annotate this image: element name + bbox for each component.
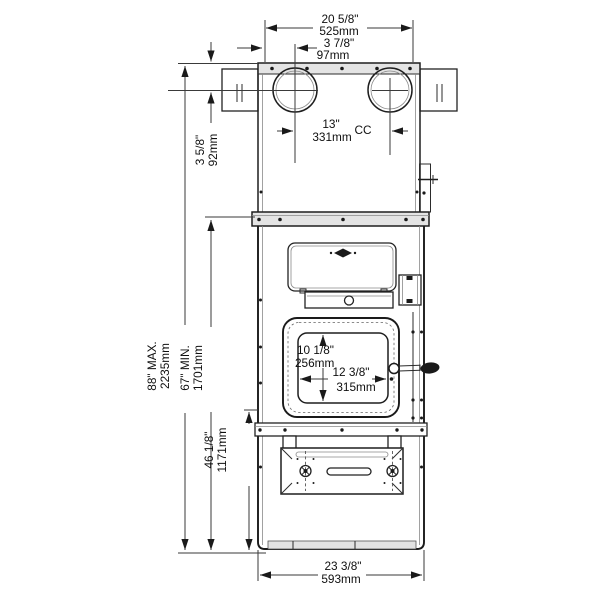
- louver-panel: [287, 242, 397, 294]
- handle-knob: [420, 362, 440, 374]
- dim-top-width: 20 5/8" 525mm: [264, 12, 414, 62]
- dim-glass-width: 12 3/8" 315mm: [300, 365, 386, 394]
- dim-height-min-in: 67" MIN.: [178, 345, 192, 391]
- dim-height-max-mm: 2235mm: [158, 343, 172, 389]
- dim-collar-cc-mm: 331mm: [312, 130, 352, 144]
- dim-height-min: 67" MIN. 1701mm: [178, 345, 205, 391]
- dim-height-min-mm: 1701mm: [191, 345, 205, 391]
- ash-knob-right: [383, 458, 402, 484]
- dim-height-base-mm: 1171mm: [215, 427, 229, 472]
- latch-tab-right: [387, 435, 402, 450]
- dim-collar-offset-mm: 97mm: [317, 48, 350, 62]
- vent-slot: [295, 451, 389, 458]
- ash-handle-slot: [326, 467, 372, 476]
- door-glass: [297, 332, 389, 404]
- ash-door: [280, 447, 404, 495]
- dim-glass-width-mm: 315mm: [336, 380, 376, 394]
- dim-top-width-in: 20 5/8": [322, 12, 359, 26]
- dim-collar-offset-in: 3 7/8": [324, 36, 354, 50]
- damper-strip: [304, 291, 394, 309]
- collar-centerlines: [168, 44, 408, 163]
- fire-door: 10 1/8" 256mm 12 3/8" 315mm: [282, 317, 440, 418]
- dim-height-max: 88" MAX. 2235mm: [145, 341, 172, 390]
- dim-collar-offset: 3 7/8" 97mm: [237, 36, 354, 62]
- dim-glass-height-mm: 256mm: [295, 356, 335, 370]
- dim-collar-cc-note: CC: [354, 123, 372, 137]
- dim-collar-drop-mm: 92mm: [206, 133, 220, 166]
- control-box: [398, 274, 422, 306]
- dim-height-max-in: 88" MAX.: [145, 341, 159, 390]
- dim-glass-height: 10 1/8" 256mm: [295, 335, 335, 401]
- left-dimensions: 88" MAX. 2235mm 3 5/8" 92mm 67" MIN. 170…: [145, 42, 266, 554]
- dim-height-base-in: 46 1/8": [202, 432, 216, 469]
- dim-base-width-mm: 593mm: [321, 572, 361, 586]
- cabinet-top-band: [251, 211, 430, 227]
- wall-bolts: [259, 298, 423, 469]
- dim-base-width-in: 23 3/8": [325, 559, 362, 573]
- top-flange-screws: [270, 66, 412, 71]
- damper-knob: [343, 295, 355, 306]
- dim-collar-drop: 3 5/8" 92mm: [193, 133, 220, 166]
- latch-tab-left: [282, 435, 297, 450]
- side-flange-right: [419, 68, 458, 112]
- top-flange-strip: [258, 63, 420, 74]
- latch-ornament: [334, 248, 352, 258]
- dim-glass-height-in: 10 1/8": [297, 343, 334, 357]
- base: [267, 540, 417, 550]
- damper-rod-bracket: [418, 163, 438, 213]
- bottom-rail: [254, 422, 428, 450]
- ash-knob-left: [296, 458, 315, 484]
- door-handle: [388, 362, 440, 381]
- dim-height-base: 46 1/8" 1171mm: [202, 427, 229, 472]
- dim-collar-drop-in: 3 5/8": [193, 135, 207, 165]
- dim-collar-spacing: 13" 331mm CC: [277, 117, 408, 144]
- dim-collar-cc-in: 13": [322, 117, 339, 131]
- heat-exchanger-box: [168, 44, 458, 214]
- dim-base-width: 23 3/8" 593mm: [257, 550, 425, 586]
- dim-glass-width-in: 12 3/8": [333, 365, 370, 379]
- dim-top-width-mm: 525mm: [319, 24, 359, 38]
